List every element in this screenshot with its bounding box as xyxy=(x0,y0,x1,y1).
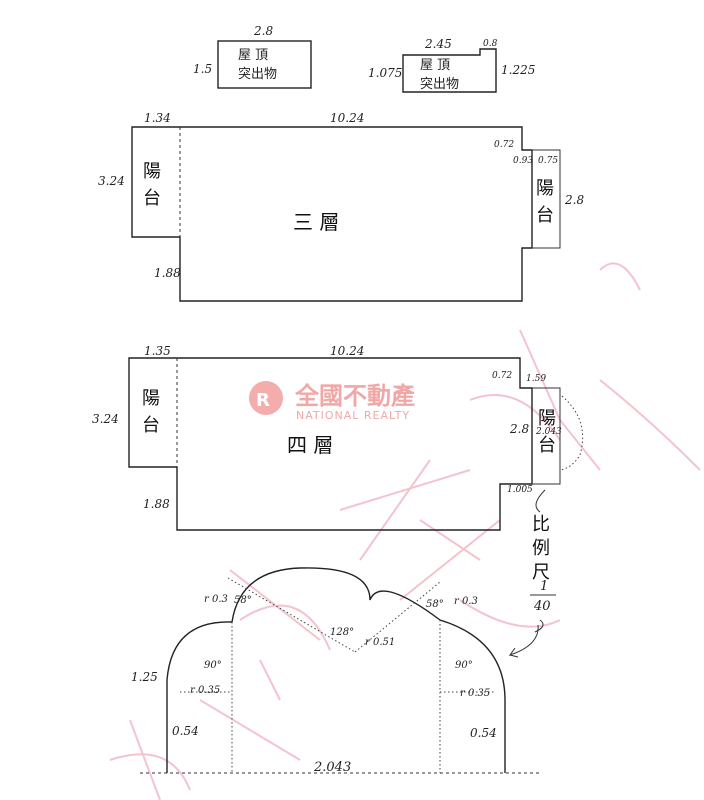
roof-protrusion-a: 2.8 1.5 屋 頂 突出物 xyxy=(193,24,312,89)
detail-r3: r 0.3 xyxy=(454,596,478,607)
floor4-name: 四 層 xyxy=(287,433,333,457)
floor3-right-c-dim: 0.75 xyxy=(538,156,558,166)
scale-denominator: 40 xyxy=(533,599,551,614)
floor4-balcony-right-2: 台 xyxy=(538,435,556,456)
detail-r4: r 0.35 xyxy=(190,685,220,696)
floor4-balcony-left-2: 台 xyxy=(142,415,160,436)
roof-a-top-dim: 2.8 xyxy=(253,24,273,38)
roof-protrusion-b: 2.45 0.8 1.075 1.225 屋 頂 突出物 xyxy=(368,37,535,93)
roof-a-label-2: 突出物 xyxy=(238,66,277,82)
floor4-top-left-dim: 1.35 xyxy=(144,344,171,358)
detail-ang1: 58° xyxy=(234,595,252,606)
svg-text:R: R xyxy=(256,390,270,411)
logo-name: 全國不動產 xyxy=(294,382,415,410)
scale-note: 比 例 尺 1 40 xyxy=(508,489,556,658)
scale-char-1: 比 xyxy=(532,514,550,535)
scale-char-3: 尺 xyxy=(532,562,550,583)
watermark-strokes xyxy=(109,262,701,800)
floor4-balcony-right-1: 陽 xyxy=(538,408,556,429)
roof-b-right-dim: 1.225 xyxy=(501,63,535,77)
floor4-bottom-left-dim: 1.88 xyxy=(143,497,170,511)
roof-b-small-dim: 0.8 xyxy=(483,39,498,49)
national-realty-logo: R 全國不動產 NATIONAL REALTY xyxy=(249,381,415,422)
floor3-left-dim: 3.24 xyxy=(98,174,125,188)
logo-sub: NATIONAL REALTY xyxy=(296,409,410,422)
detail-ang4: 90° xyxy=(204,660,222,671)
arch-detail: r 0.3 58° 128° r 0.51 58° r 0.3 90° 90° … xyxy=(131,567,540,775)
floor3-balcony-left-1: 陽 xyxy=(143,161,161,182)
detail-right-low: 0.54 xyxy=(470,726,497,740)
floor-4-plan: 1.35 10.24 3.24 1.88 0.72 1.59 2.8 2.043… xyxy=(92,344,584,531)
roof-a-label-1: 屋 頂 xyxy=(238,48,268,63)
roof-b-label-1: 屋 頂 xyxy=(420,58,450,73)
detail-left-low: 0.54 xyxy=(172,724,199,738)
floor3-balcony-left-2: 台 xyxy=(143,188,161,209)
logo-mark-icon xyxy=(249,381,283,415)
detail-ang5: 90° xyxy=(455,660,473,671)
roof-a-side-dim: 1.5 xyxy=(193,62,212,76)
floor4-right-b-dim: 1.59 xyxy=(526,374,546,384)
detail-r5: r 0.35 xyxy=(460,688,490,699)
floor3-right-b-dim: 0.93 xyxy=(513,156,533,166)
scale-char-2: 例 xyxy=(532,538,550,559)
floor4-right-c-dim: 2.8 xyxy=(509,422,529,436)
floor3-balcony-right-2: 台 xyxy=(536,205,554,226)
detail-left-h: 1.25 xyxy=(131,670,158,684)
floor3-top-dim: 10.24 xyxy=(330,111,364,125)
detail-ang3: 58° xyxy=(426,599,444,610)
floor3-name: 三 層 xyxy=(293,210,339,234)
floor3-right-d-dim: 2.8 xyxy=(564,193,584,207)
scale-numerator: 1 xyxy=(540,579,548,594)
floor3-bottom-left-dim: 1.88 xyxy=(154,266,181,280)
detail-ang2: 128° xyxy=(330,627,354,638)
floor4-right-a-dim: 0.72 xyxy=(492,371,512,381)
roof-b-label-2: 突出物 xyxy=(420,76,459,92)
floor3-balcony-right-1: 陽 xyxy=(536,178,554,199)
floor3-right-a-dim: 0.72 xyxy=(494,140,514,150)
detail-r2: r 0.51 xyxy=(365,637,395,648)
floor4-left-dim: 3.24 xyxy=(92,412,119,426)
floor4-balcony-left-1: 陽 xyxy=(142,388,160,409)
floor4-right-e-dim: 1.005 xyxy=(507,485,533,495)
floor4-right-d-dim: 2.043 xyxy=(535,427,562,437)
roof-b-left-dim: 1.075 xyxy=(368,66,402,80)
detail-r1: r 0.3 xyxy=(204,594,228,605)
detail-bottom: 2.043 xyxy=(313,760,351,775)
floor3-top-left-dim: 1.34 xyxy=(144,111,171,125)
floor-3-plan: 1.34 10.24 3.24 1.88 0.72 0.93 0.75 2.8 … xyxy=(98,111,584,302)
floor4-top-dim: 10.24 xyxy=(330,344,364,358)
roof-b-top-dim: 2.45 xyxy=(424,37,452,51)
